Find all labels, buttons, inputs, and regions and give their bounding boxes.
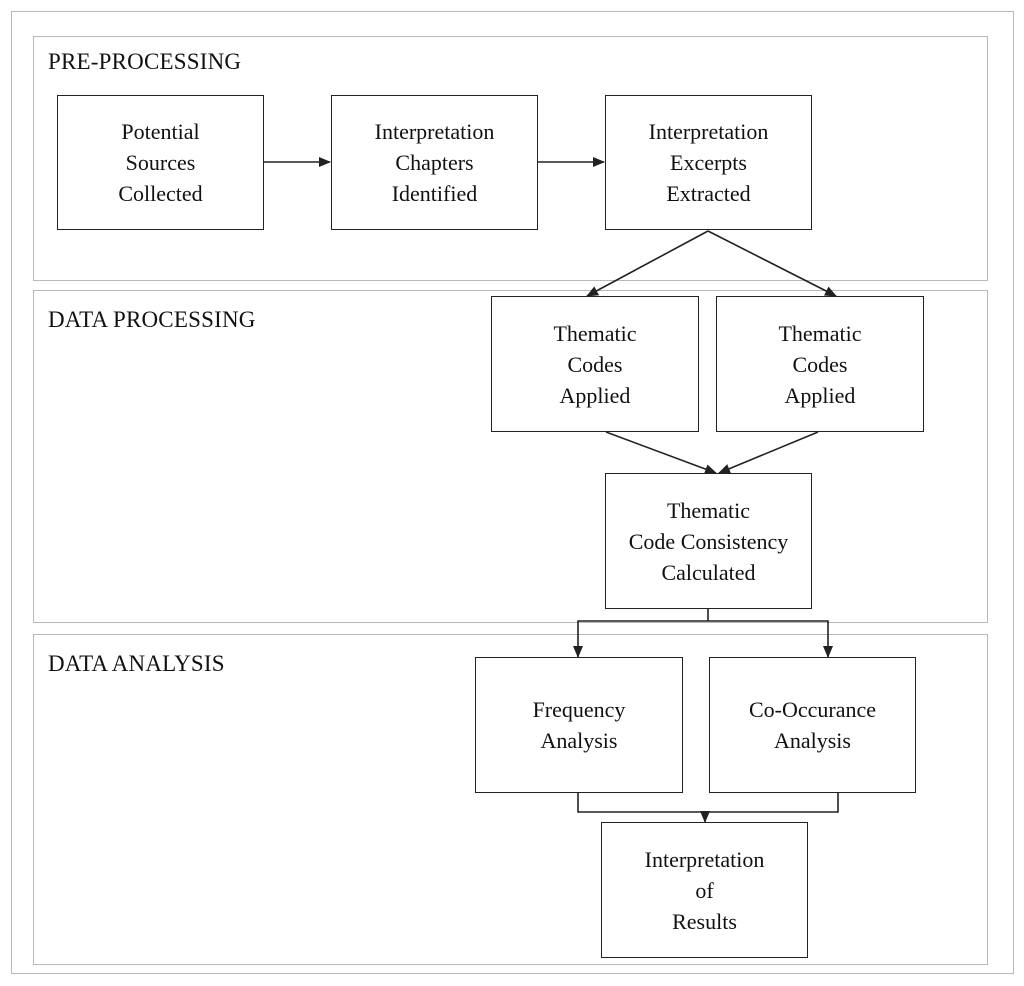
node-text: Interpretation Chapters Identified [374, 119, 495, 206]
node-text: Co-Occurance Analysis [748, 697, 877, 753]
section-data-processing: DATA PROCESSING [33, 290, 988, 623]
node-text: Thematic Codes Applied [778, 320, 862, 408]
node-text: Potential Sources Collected [118, 119, 203, 206]
node-text: Interpretation Excerpts Extracted [648, 119, 769, 206]
node-thematic-code-consistency-calculated: Thematic Code Consistency Calculated [605, 473, 812, 609]
node-thematic-codes-applied-2: Thematic Codes Applied [716, 296, 924, 432]
section-label-data-analysis: DATA ANALYSIS [48, 651, 225, 676]
node-co-occurance-analysis: Co-Occurance Analysis [709, 657, 916, 793]
node-text: Interpretation of Results [644, 846, 765, 934]
section-pre-processing: PRE-PROCESSING [33, 36, 988, 281]
section-data-analysis: DATA ANALYSIS [33, 634, 988, 965]
section-label-data-processing: DATA PROCESSING [48, 307, 256, 332]
section-label-pre-processing: PRE-PROCESSING [48, 49, 242, 74]
node-text: Thematic Code Consistency Calculated [628, 497, 789, 585]
node-interpretation-chapters-identified: Interpretation Chapters Identified [331, 95, 538, 230]
diagram-frame [11, 11, 1014, 974]
node-text: Frequency Analysis [532, 697, 626, 753]
node-frequency-analysis: Frequency Analysis [475, 657, 683, 793]
node-potential-sources-collected: Potential Sources Collected [57, 95, 264, 230]
node-interpretation-of-results: Interpretation of Results [601, 822, 808, 958]
node-thematic-codes-applied-1: Thematic Codes Applied [491, 296, 699, 432]
node-text: Thematic Codes Applied [553, 320, 637, 408]
node-interpretation-excerpts-extracted: Interpretation Excerpts Extracted [605, 95, 812, 230]
